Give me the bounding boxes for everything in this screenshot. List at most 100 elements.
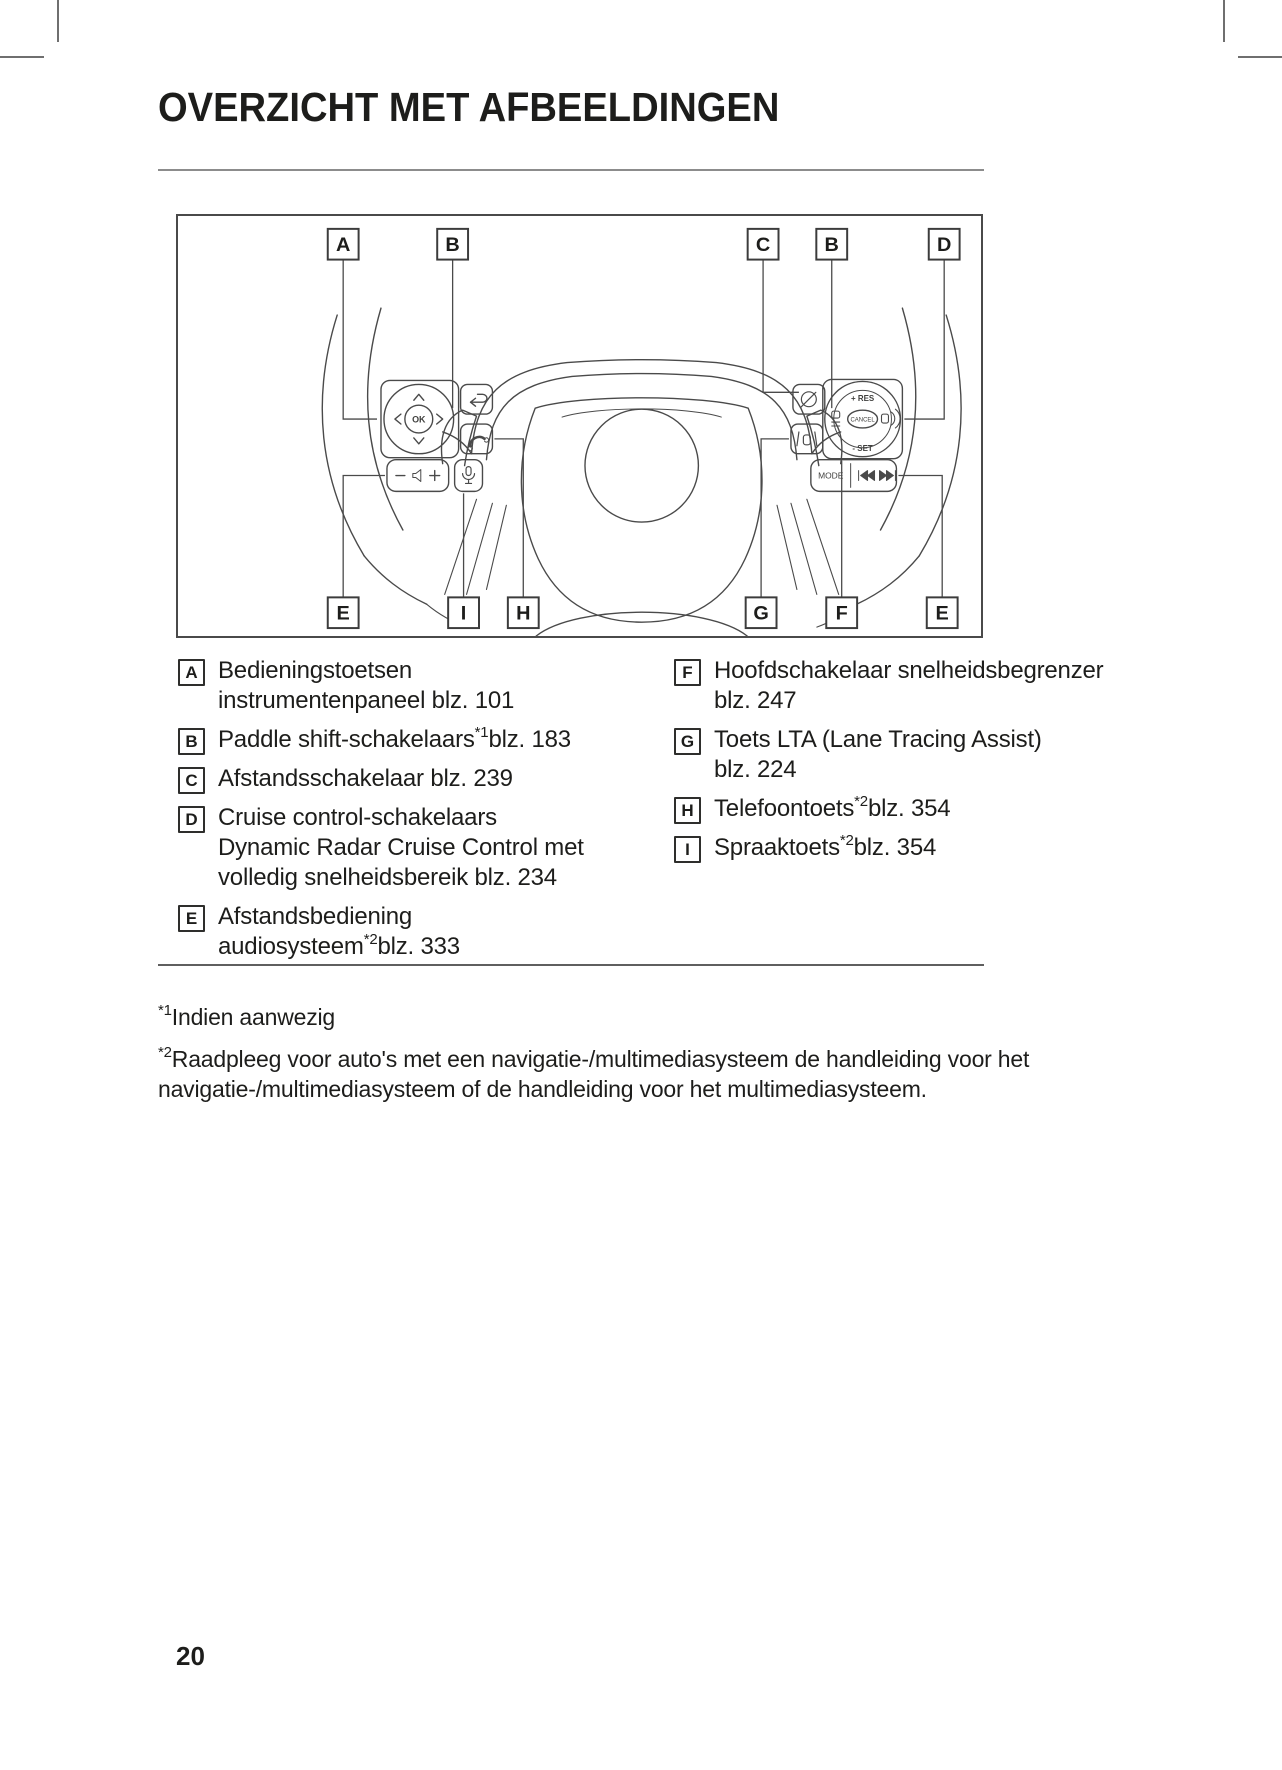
- crop-mark: [0, 56, 44, 58]
- legend-text-I: Spraaktoets*2blz. 354: [714, 832, 937, 861]
- track-next-icon: [879, 470, 896, 481]
- legend-text-C: Afstandsschakelaar blz. 239: [218, 765, 513, 792]
- legend-text-H: Telefoontoets*2blz. 354: [714, 793, 951, 822]
- legend-key-F: F: [674, 659, 701, 686]
- dpad-ring: [383, 383, 455, 455]
- volume-rocker: [386, 458, 450, 493]
- legend-bottom-rule: [158, 964, 984, 966]
- callout-letter-H: H: [516, 603, 530, 625]
- callout-leader-E: [898, 474, 943, 598]
- voice-button: [453, 458, 484, 493]
- legend-text-B: Paddle shift-schakelaars*1blz. 183: [218, 724, 571, 753]
- legend-key-E: E: [178, 905, 205, 932]
- volume-up-icon: [429, 469, 441, 482]
- callout-letter-E: E: [337, 603, 350, 625]
- ok-button-label: OK: [412, 415, 426, 425]
- cancel-button: [846, 409, 879, 429]
- crop-mark: [1223, 0, 1225, 42]
- microphone-icon: [461, 466, 476, 485]
- legend-key-D: D: [178, 806, 205, 833]
- ok-button: [404, 404, 434, 434]
- chevron-right-icon: [436, 413, 444, 425]
- back-icon: [469, 393, 488, 407]
- crop-mark: [1238, 56, 1282, 58]
- callout-box-H: [506, 596, 540, 630]
- callout-leader-C: [762, 259, 799, 393]
- legend-key-B: B: [178, 728, 205, 755]
- callout-letter-B: B: [445, 234, 459, 256]
- legend-key-I: I: [674, 836, 701, 863]
- callout-box-A: [326, 227, 360, 261]
- cruise-dial-inner: [833, 389, 892, 449]
- legend-key-C: C: [178, 767, 205, 794]
- set-label: - SET: [852, 444, 872, 453]
- chevron-down-icon: [413, 437, 425, 445]
- legend-key-A: A: [178, 659, 205, 686]
- callout-letter-B: B: [825, 234, 839, 256]
- track-previous-icon: [858, 470, 876, 481]
- lta-lane-icon: [796, 431, 818, 447]
- paddle-shifter-right: [806, 409, 843, 467]
- footnote-2: *2Raadpleeg voor auto's met een navigati…: [158, 1044, 1030, 1102]
- wheel-rim-silhouette: [321, 307, 962, 605]
- callout-leader-G: [760, 438, 789, 598]
- legend-text-G: Toets LTA (Lane Tracing Assist)blz. 224: [714, 726, 1042, 783]
- chevron-up-icon: [413, 393, 425, 401]
- callout-letter-D: D: [937, 234, 951, 256]
- phone-button: [459, 423, 494, 455]
- mode-label: MODE: [818, 471, 844, 481]
- callout-leader-A: [342, 259, 378, 420]
- callout-letter-I: I: [461, 603, 467, 625]
- right-switch-cluster: [790, 378, 904, 493]
- radar-cruise-icon: [880, 408, 901, 429]
- chevron-left-icon: [394, 413, 402, 425]
- mode-track-rocker: [810, 458, 898, 493]
- callout-box-B: [815, 227, 849, 261]
- footnote-1: *1Indien aanwezig: [158, 1002, 336, 1030]
- callout-letter-C: C: [756, 234, 770, 256]
- callout-box-G: [744, 596, 778, 630]
- speaker-icon: [412, 469, 422, 482]
- back-button: [459, 383, 494, 415]
- left-switch-cluster: [380, 379, 494, 493]
- airbag-pad: [520, 397, 763, 636]
- callout-leader-H: [494, 438, 524, 598]
- callout-box-F: [825, 596, 859, 630]
- callout-letter-F: F: [836, 603, 848, 625]
- lta-button: [790, 423, 824, 455]
- speed-limiter-button: [792, 383, 826, 415]
- dpad-plate: [380, 379, 460, 459]
- legend-item-C: C Afstandsschakelaar blz. 239: [176, 764, 616, 794]
- callout-box-E: [925, 596, 959, 630]
- speed-limiter-icon: [800, 391, 817, 408]
- callout-letter-A: A: [336, 234, 350, 256]
- lower-spokes: [426, 498, 858, 628]
- callout-leader-D: [904, 259, 945, 420]
- paddle-shifter-left: [440, 409, 478, 467]
- crop-mark: [57, 0, 59, 42]
- title-rule: [158, 169, 984, 171]
- callout-box-B: [436, 227, 470, 261]
- callout-leader-E: [342, 474, 385, 598]
- cancel-label: CANCEL: [851, 418, 876, 424]
- legend-item-B: B Paddle shift-schakelaars*1blz. 183: [176, 725, 616, 755]
- page-title: OVERZICHT MET AFBEELDINGEN: [158, 84, 780, 130]
- callout-box-C: [746, 227, 780, 261]
- phone-icon: [467, 435, 490, 452]
